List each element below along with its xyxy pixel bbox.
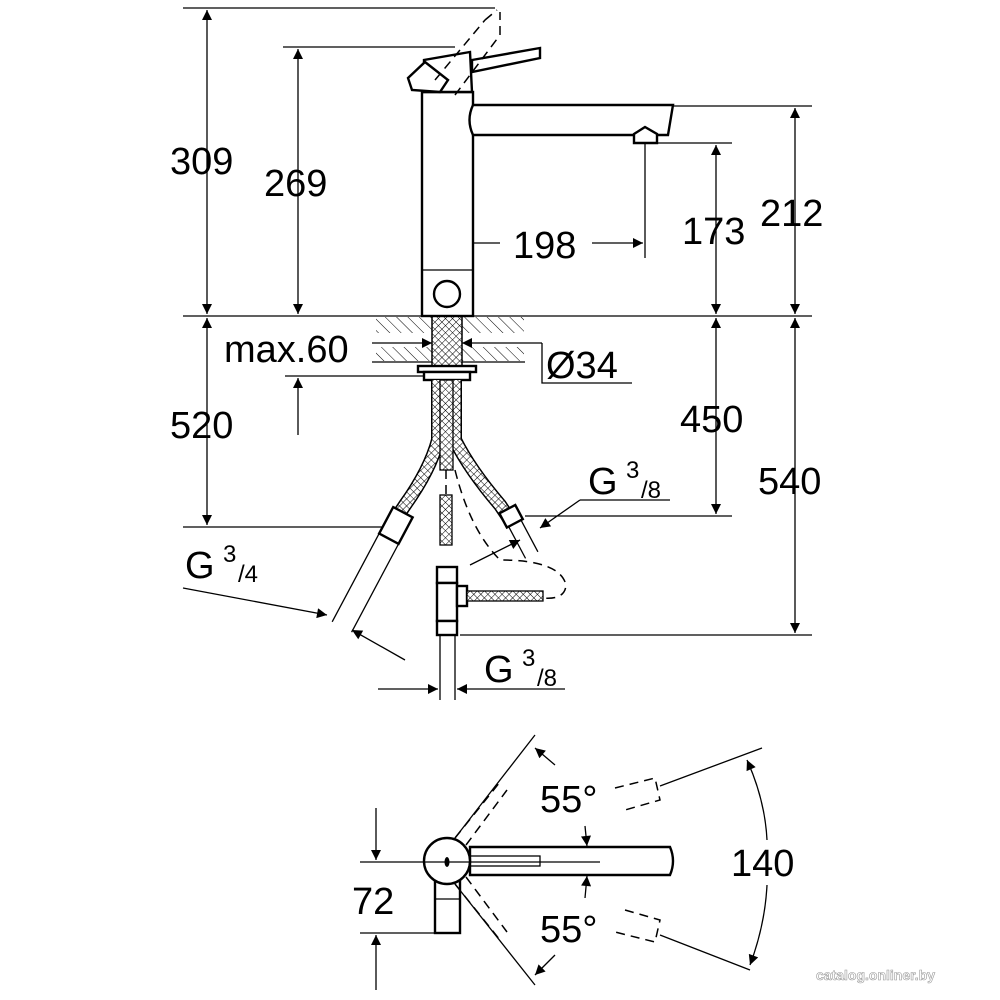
dim-total-height: 309 (170, 141, 233, 183)
dim-spout-reach: 198 (513, 225, 576, 267)
mounting-deck (376, 315, 524, 382)
watermark: catalog.onliner.by (816, 967, 935, 983)
svg-text:/4: /4 (238, 561, 258, 588)
angle-lower: 55° (540, 909, 597, 951)
dim-body-height: 269 (264, 163, 327, 205)
connection-label-g34: G 3 /4 (185, 541, 258, 588)
dim-depth: 72 (352, 881, 394, 923)
dim-hose-length-left: 520 (170, 405, 233, 447)
dim-hole-diameter: Ø34 (546, 345, 618, 387)
svg-text:3: 3 (626, 457, 639, 484)
faucet-body (406, 9, 675, 318)
dim-swing: 140 (731, 843, 794, 885)
svg-text:3: 3 (223, 541, 236, 568)
connection-label-g38-lower: G 3 /8 (484, 645, 557, 692)
svg-text:G: G (588, 461, 618, 503)
dim-hose-length-inner: 450 (680, 399, 743, 441)
svg-text:/8: /8 (537, 665, 557, 692)
connection-label-g38-upper: G 3 /8 (588, 457, 661, 504)
dimension-lines (202, 9, 800, 633)
connection-arrows (182, 499, 670, 694)
angle-upper: 55° (540, 779, 597, 821)
dim-max-deck: max.60 (224, 329, 349, 371)
svg-text:3: 3 (522, 645, 535, 672)
top-view (360, 734, 768, 990)
svg-text:G: G (185, 545, 215, 587)
svg-text:G: G (484, 649, 514, 691)
svg-text:/8: /8 (641, 477, 661, 504)
dim-spout-height: 212 (760, 193, 823, 235)
dim-hose-length-right: 540 (758, 461, 821, 503)
supply-hoses (331, 379, 567, 700)
dim-outlet-height: 173 (682, 211, 745, 253)
